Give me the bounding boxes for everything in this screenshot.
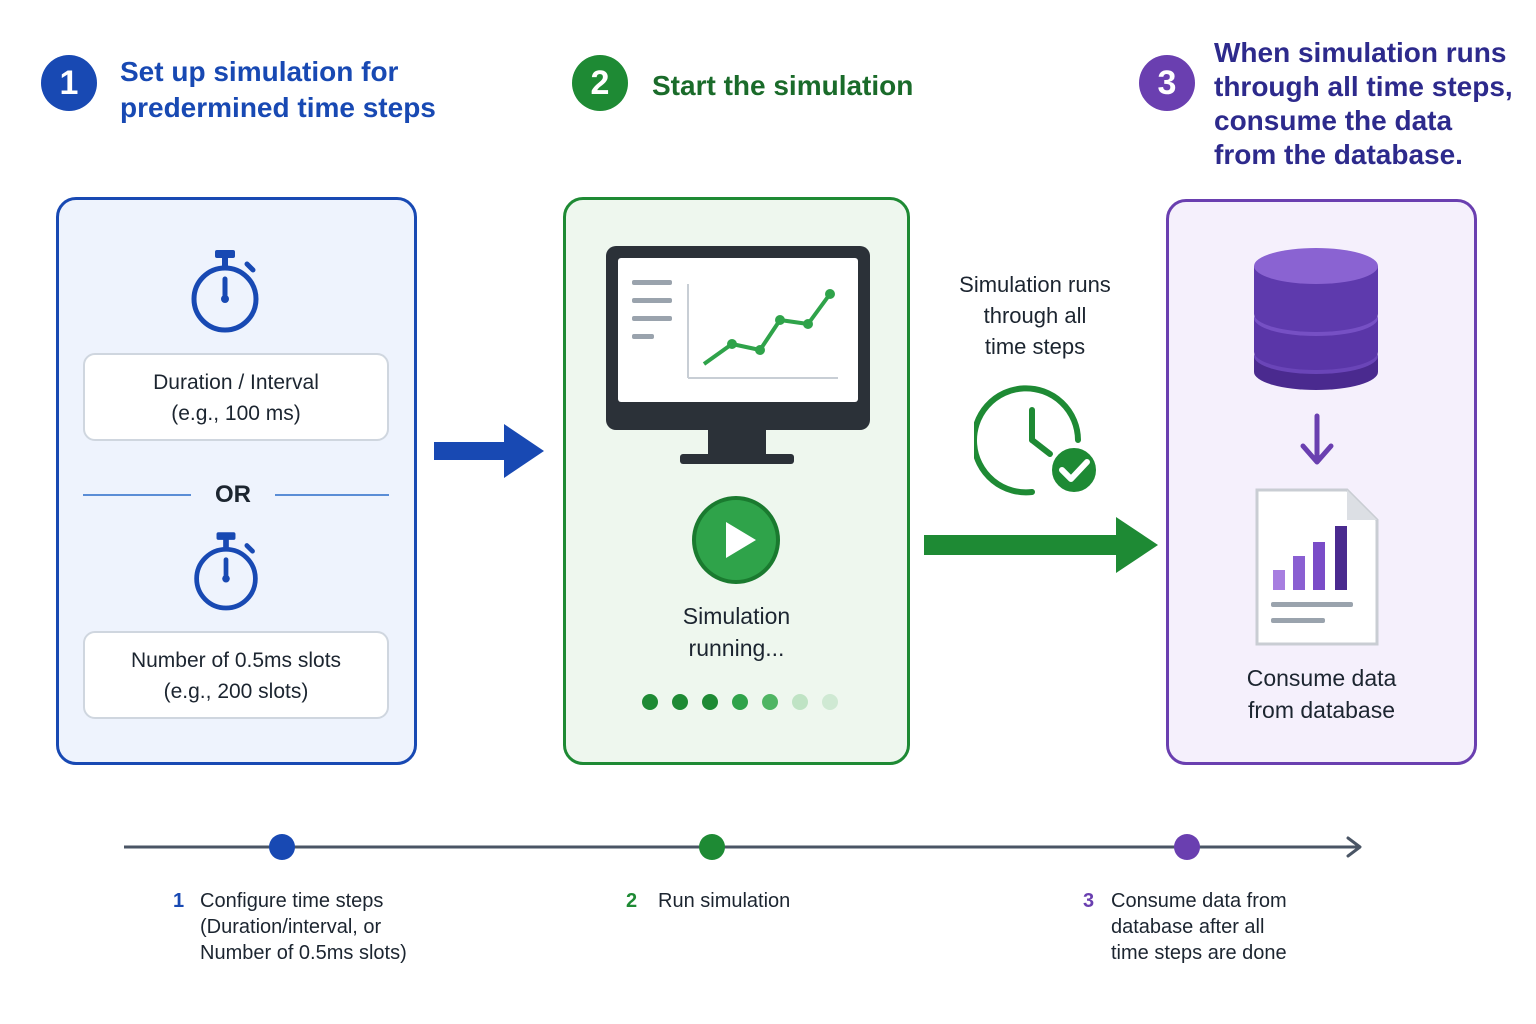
or-label: OR [215,481,251,508]
or-divider-left [83,494,191,496]
duration-interval-field: Duration / Interval (e.g., 100 ms) [83,353,389,441]
clock-check-icon [974,385,1100,496]
play-icon [692,496,780,584]
simulation-panel: Simulation running... [563,197,910,765]
or-divider-right [275,494,389,496]
configure-panel: Duration / Interval (e.g., 100 ms) OR Nu… [56,197,417,765]
step-2-title: Start the simulation [652,68,913,104]
step-2-badge: 2 [572,55,628,111]
progress-dot-done [702,694,718,710]
step-1-title-line: Set up simulation for [120,56,399,87]
timeline-step-1-line: Number of 0.5ms slots) [200,942,407,964]
stopwatch-icon [194,532,258,611]
arrow-right-icon [924,517,1158,573]
timeline-step-3-number: 3 [1083,890,1095,912]
timeline-node-3 [1174,834,1200,860]
timeline-step-2-number: 2 [626,890,638,912]
timeline-step-3-line: time steps are done [1111,942,1287,964]
step-3-title: When simulation runs through all time st… [1214,36,1513,172]
timeline-step-3-label: Consume data from database after all tim… [1111,888,1287,966]
timeline [124,834,1362,860]
timeline-step-1-line: (Duration/interval, or [200,916,382,938]
timeline-node-1 [269,834,295,860]
database-icon [1254,248,1378,390]
consume-panel: Consume data from database [1166,199,1477,765]
timeline-step-3-line: Consume data from [1111,890,1287,912]
slots-example: (e.g., 200 slots) [163,680,309,703]
timeline-node-2 [699,834,725,860]
step-1-title: Set up simulation for predermined time s… [120,54,436,126]
step-3-title-line: When simulation runs [1214,37,1507,68]
duration-example: (e.g., 100 ms) [171,402,301,425]
step-3-title-line: through all time steps, [1214,71,1513,102]
arrow-right-icon [434,424,544,478]
step-3-title-line: consume the data [1214,105,1453,136]
progress-dot-done [732,694,748,710]
step-3-badge: 3 [1139,55,1195,111]
progress-dot-done [672,694,688,710]
consume-label-line: Consume data [1246,665,1397,691]
report-document-icon [1255,488,1379,646]
timeline-step-2-label: Run simulation [658,888,790,914]
progress-dot-done [642,694,658,710]
arrow-down-icon [1300,413,1334,465]
simulation-status-line: running... [688,635,785,661]
progress-dot-pending [792,694,808,710]
timeline-step-1-number: 1 [173,890,185,912]
simulation-status: Simulation running... [566,600,907,664]
timeline-step-2-line: Run simulation [658,890,791,912]
connector-label-line: time steps [984,334,1086,359]
monitor-chart-icon [606,246,870,464]
slots-field: Number of 0.5ms slots (e.g., 200 slots) [83,631,389,719]
step-1-title-line: predermined time steps [120,92,436,123]
slots-label: Number of 0.5ms slots [130,649,342,672]
progress-dot-done [762,694,778,710]
timeline-step-3-line: database after all [1111,916,1265,938]
stopwatch-icon [191,250,259,333]
progress-dots [642,694,838,710]
step-3-title-line: from the database. [1214,139,1463,170]
simulation-status-line: Simulation [682,603,791,629]
timeline-step-1-label: Configure time steps (Duration/interval,… [200,888,407,966]
connector-label: Simulation runs through all time steps [930,269,1140,362]
progress-dot-pending [822,694,838,710]
step-1-badge: 1 [41,55,97,111]
connector-label-line: Simulation runs [959,272,1111,297]
duration-label: Duration / Interval [153,371,319,394]
step-2-title-line: Start the simulation [652,70,914,101]
timeline-step-1-line: Configure time steps [200,890,384,912]
consume-label: Consume data from database [1169,662,1474,726]
consume-label-line: from database [1247,697,1396,723]
connector-label-line: through all [983,303,1087,328]
